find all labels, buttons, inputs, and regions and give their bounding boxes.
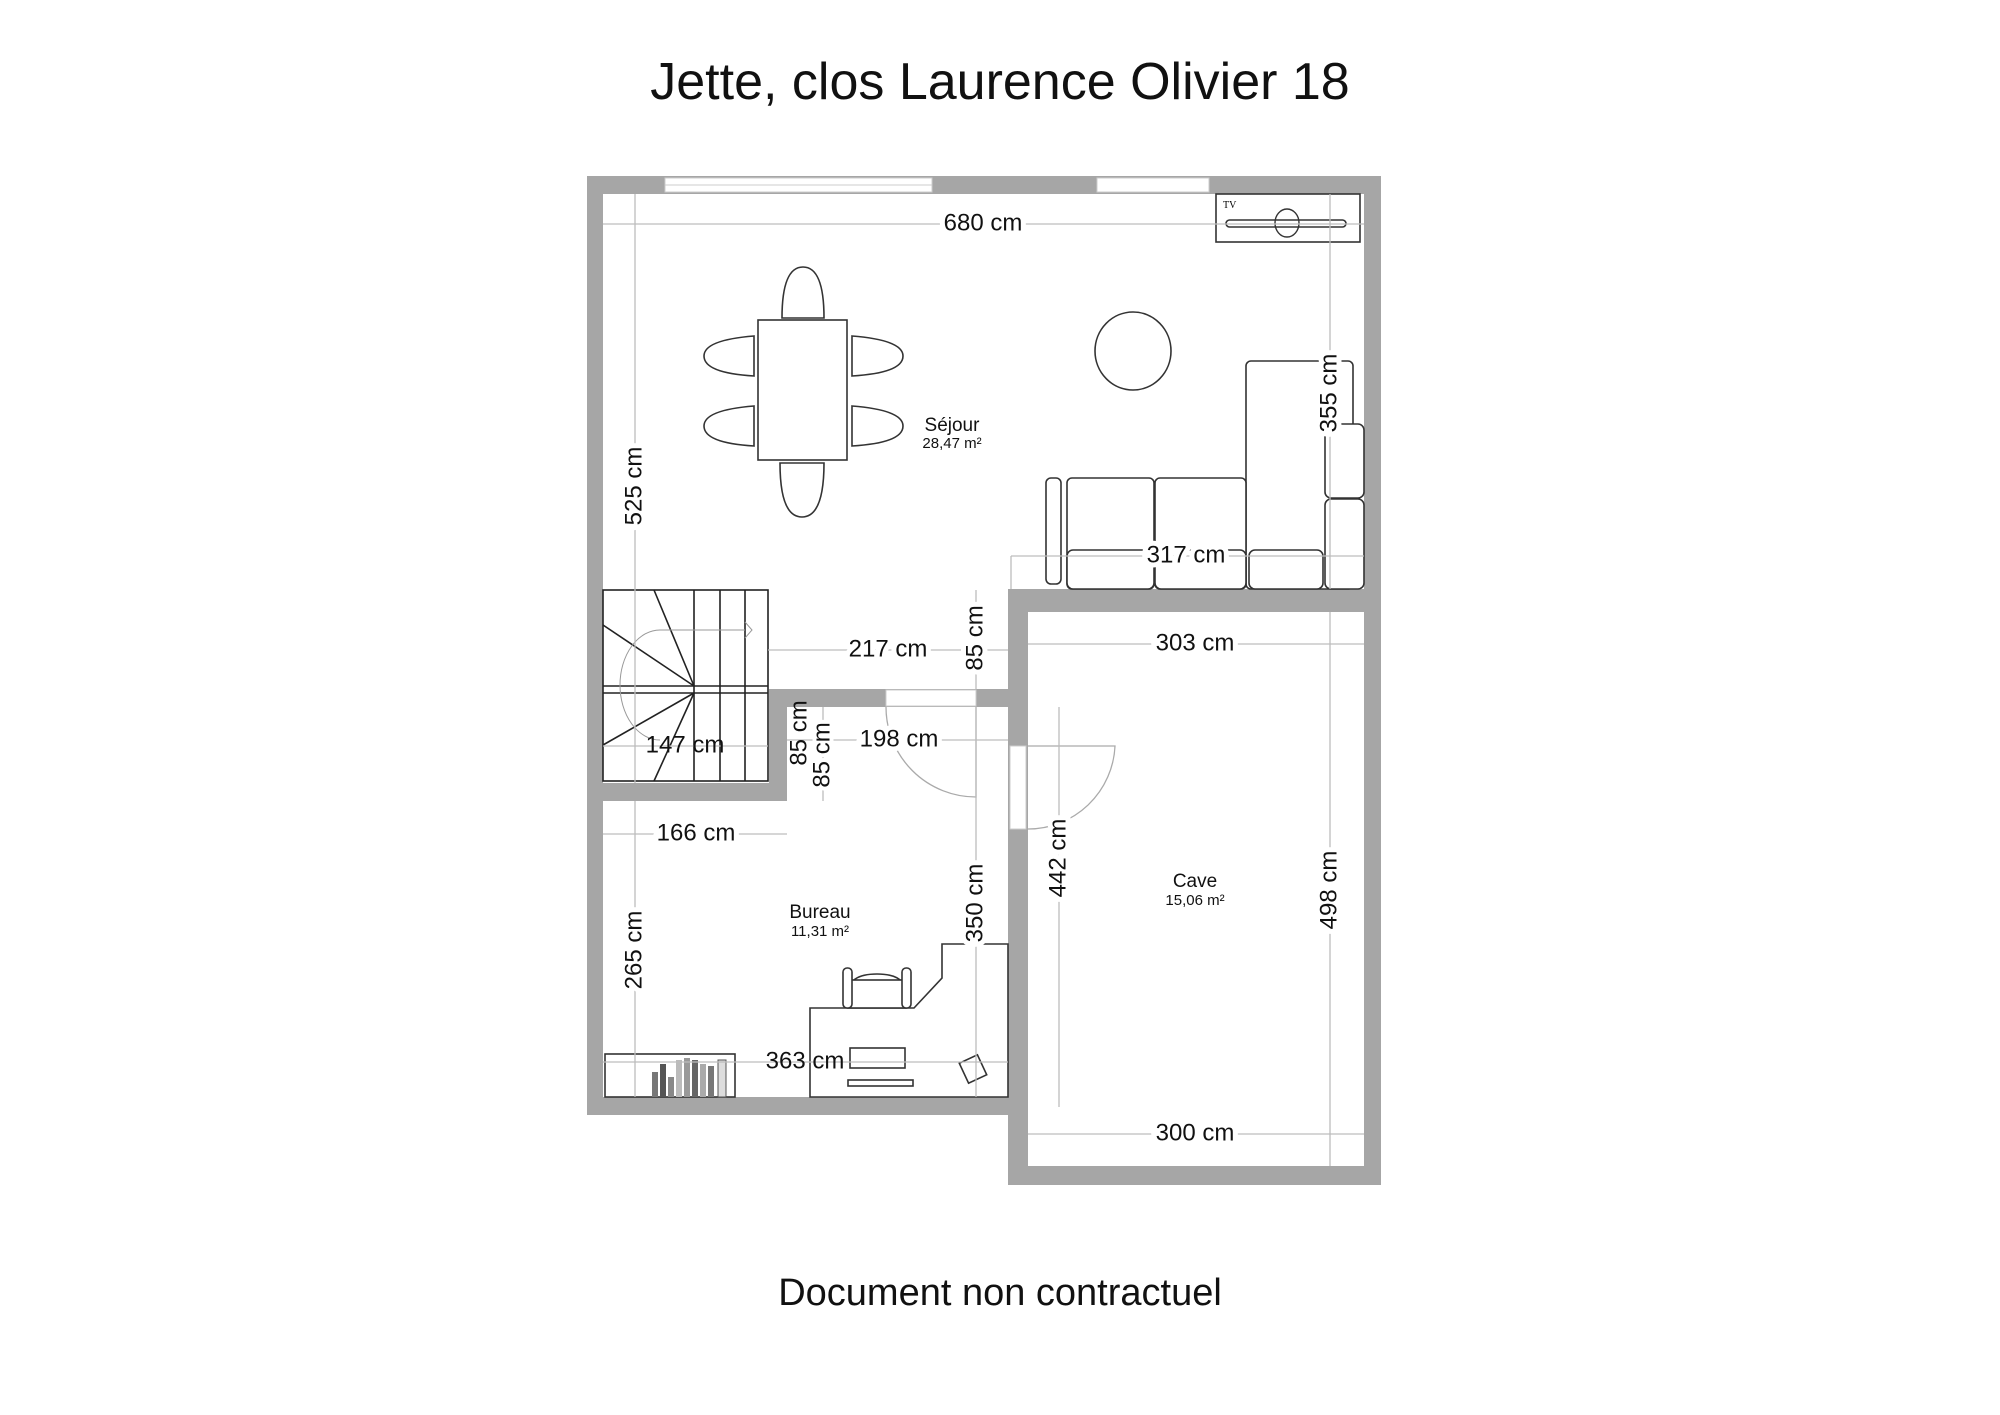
room-area-cave: 15,06 m²: [1165, 892, 1224, 909]
chair: [703, 335, 755, 377]
dimension-labels: 680 cm 525 cm 355 cm 317 cm 217 cm 85 cm…: [615, 204, 1347, 1151]
chair: [781, 266, 825, 319]
dim-166: 166 cm: [657, 819, 736, 846]
desk: [809, 943, 1009, 1098]
tv-unit: TV: [1215, 193, 1361, 243]
dim-525: 525 cm: [620, 447, 647, 526]
plan-title: Jette, clos Laurence Olivier 18: [650, 53, 1350, 111]
dim-498: 498 cm: [1315, 851, 1342, 930]
chair: [851, 335, 904, 377]
bureau-door-swing: [885, 706, 977, 798]
chair: [779, 462, 825, 518]
cave-door-swing: [1027, 745, 1116, 830]
room-area-bureau: 11,31 m²: [791, 923, 849, 940]
bookshelf: [604, 1053, 736, 1098]
dim-442: 442 cm: [1044, 819, 1071, 898]
chair: [851, 405, 904, 447]
tv-label: TV: [1223, 200, 1237, 211]
keyboard: [849, 1047, 906, 1069]
window: [1096, 177, 1210, 193]
staircase: [602, 589, 769, 782]
dim-85-c: 85 cm: [808, 722, 835, 787]
dim-303: 303 cm: [1156, 629, 1235, 656]
disclaimer: Document non contractuel: [778, 1272, 1222, 1314]
dim-680: 680 cm: [944, 209, 1023, 236]
dim-85-b: 85 cm: [785, 700, 812, 765]
dim-217: 217 cm: [849, 635, 928, 662]
room-name-cave: Cave: [1173, 871, 1217, 892]
sofa: [1045, 360, 1365, 590]
round-table: [1094, 311, 1172, 391]
room-name-bureau: Bureau: [789, 902, 850, 923]
dim-350: 350 cm: [961, 864, 988, 943]
dim-300: 300 cm: [1156, 1119, 1235, 1146]
dim-147: 147 cm: [646, 731, 725, 758]
dimension-lines: [603, 194, 1364, 1166]
dim-198: 198 cm: [860, 725, 939, 752]
bureau-door[interactable]: [885, 689, 977, 707]
dim-85-a: 85 cm: [961, 605, 988, 670]
dim-317: 317 cm: [1147, 541, 1226, 568]
cave-door[interactable]: [1009, 745, 1027, 830]
chair: [703, 405, 755, 447]
dim-265: 265 cm: [620, 911, 647, 990]
dim-363: 363 cm: [766, 1047, 845, 1074]
room-name-sejour: Séjour: [925, 415, 981, 436]
monitor: [847, 1079, 914, 1087]
room-area-sejour: 28,47 m²: [922, 435, 981, 452]
dining-table: [757, 319, 848, 461]
dim-355: 355 cm: [1315, 354, 1342, 433]
dining-set: [703, 266, 904, 518]
